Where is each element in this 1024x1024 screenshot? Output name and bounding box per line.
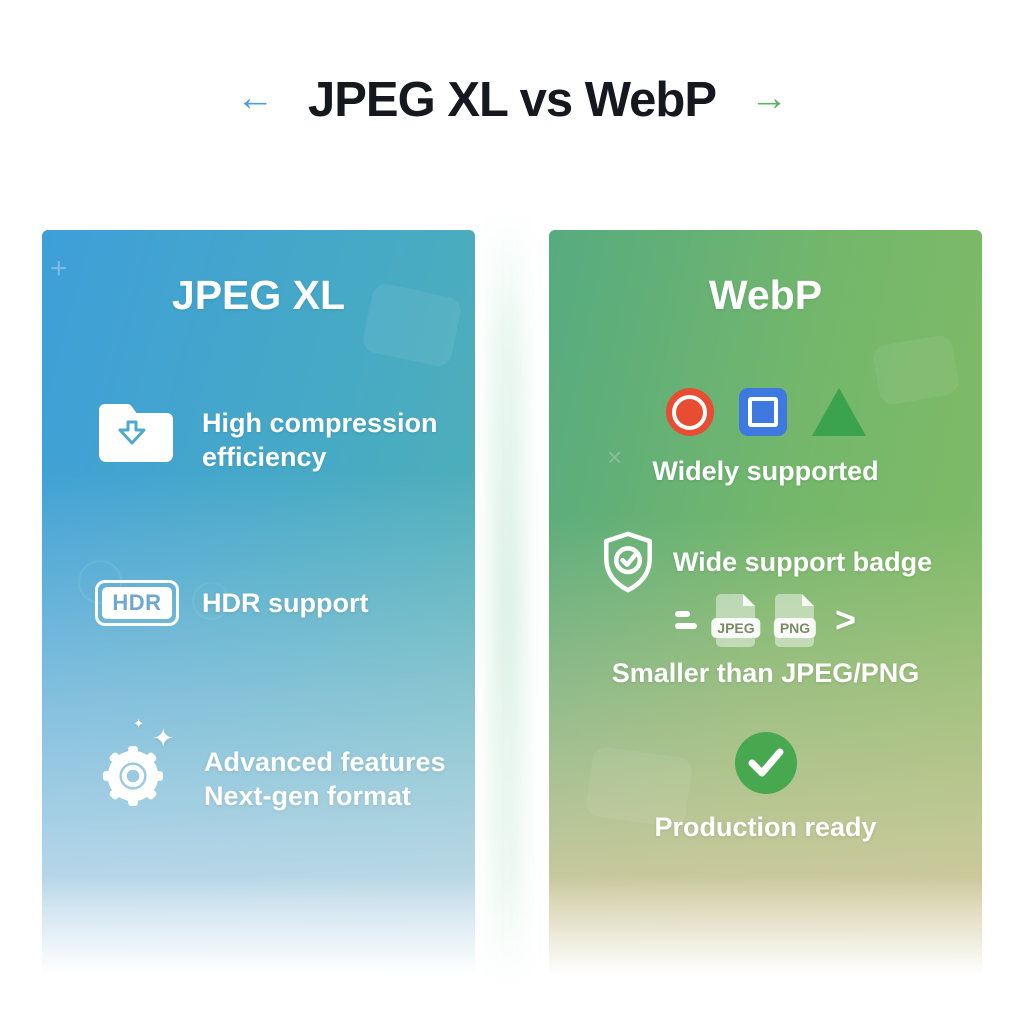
feature-line: Next-gen format: [204, 781, 412, 811]
page-title: JPEG XL vs WebP: [307, 73, 717, 127]
gear-sparkles-icon: ✦ ✦: [102, 717, 174, 807]
feature-line: HDR support: [202, 588, 369, 618]
hdr-badge-label: HDR: [102, 587, 172, 619]
panel-divider: [492, 212, 522, 984]
feature-text: High compression efficiency: [202, 406, 438, 474]
size-dashes-icon: [674, 611, 697, 629]
sparkle-icon: ✦: [152, 723, 174, 753]
checkmark-glyph: [748, 748, 783, 777]
folder-download-icon: [99, 403, 173, 462]
blue-square-icon: [738, 388, 787, 436]
jpegxl-panel: + JPEG XL High compression efficiency HD…: [42, 230, 475, 982]
support-badge-row: Wide support badge: [549, 530, 982, 594]
feature-line: High compression: [202, 408, 438, 438]
feature-high-compression: High compression efficiency: [95, 400, 438, 474]
left-arrow-icon: ←: [235, 77, 274, 119]
production-ready-label: Production ready: [654, 812, 877, 842]
check-row: [549, 732, 982, 794]
greater-than-icon: >: [834, 599, 857, 640]
feature-text: Advanced features Next-gen format: [204, 745, 446, 813]
png-file-icon: PNG: [772, 592, 818, 648]
png-file-label: PNG: [773, 618, 817, 638]
file-size-row: JPEG PNG >: [549, 592, 982, 648]
sparkle-icon: ✦: [133, 716, 144, 731]
circle-ring: [672, 394, 707, 430]
dash: [674, 623, 697, 629]
gear-icon: [102, 745, 164, 807]
webp-panel-title: WebP: [708, 272, 823, 318]
shield-check-icon: [603, 531, 652, 593]
jpeg-file-icon: JPEG: [711, 592, 761, 648]
webp-panel: × WebP Widely supported Wide support bad…: [549, 230, 982, 982]
green-triangle-icon: [811, 388, 866, 436]
feature-line: Advanced features: [204, 747, 446, 777]
check-circle-icon: [734, 732, 797, 794]
jpegxl-panel-title: JPEG XL: [171, 272, 346, 318]
widely-supported-label: Widely supported: [652, 456, 879, 486]
dash: [674, 611, 690, 617]
smaller-than-label: Smaller than JPEG/PNG: [611, 658, 920, 688]
format-shapes-row: [549, 388, 982, 436]
title-bar: ← JPEG XL vs WebP →: [0, 62, 1024, 138]
feature-line: efficiency: [202, 442, 327, 472]
feature-text: HDR support: [202, 586, 368, 620]
red-circle-icon: [665, 388, 714, 436]
feature-hdr-support: HDR HDR support: [95, 580, 368, 626]
right-arrow-icon: →: [750, 77, 789, 119]
hdr-badge-icon: HDR: [95, 580, 179, 626]
feature-advanced: ✦ ✦: [102, 717, 446, 813]
jpeg-file-label: JPEG: [711, 618, 761, 638]
wide-support-badge-label: Wide support badge: [672, 546, 933, 577]
square-inner: [747, 397, 778, 427]
